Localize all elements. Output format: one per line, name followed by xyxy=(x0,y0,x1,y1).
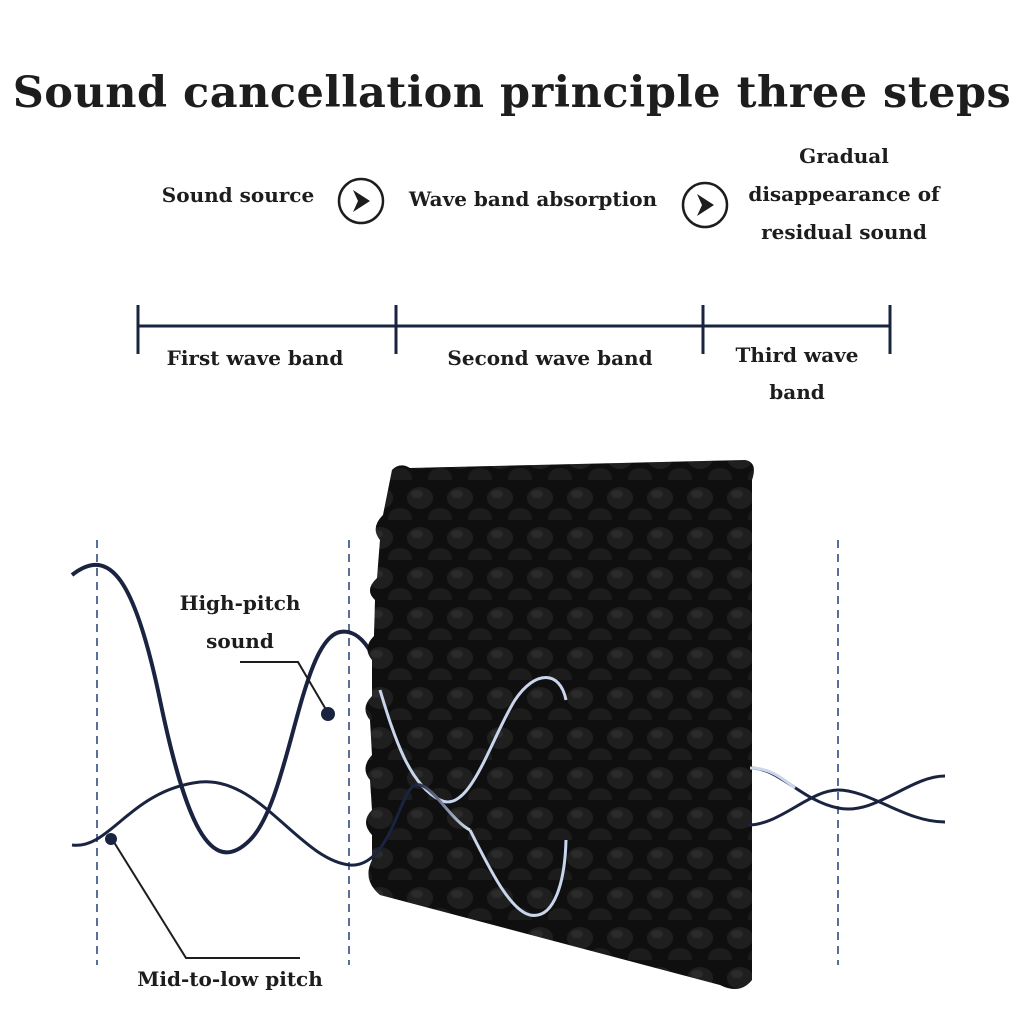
low-pitch-marker xyxy=(105,833,117,845)
label-high-pitch: High-pitch sound xyxy=(179,591,301,653)
residual-wave-b xyxy=(747,788,946,827)
chevron-right-circle-icon xyxy=(680,180,730,230)
acoustic-foam-panel xyxy=(365,460,754,989)
step-sound-source: Sound source xyxy=(161,183,315,207)
band-first: First wave band xyxy=(166,346,344,370)
dashed-guides xyxy=(96,540,839,965)
high-pitch-wave-tail xyxy=(468,829,568,917)
residual-wave-a xyxy=(749,766,946,811)
step-wave-band-absorption: Wave band absorption xyxy=(408,187,658,211)
mid-low-wave xyxy=(71,780,416,867)
band-second: Second wave band xyxy=(447,346,653,370)
page-title: Sound cancellation principle three steps xyxy=(12,68,1012,118)
high-pitch-wave-absorbed xyxy=(378,676,568,804)
mid-low-wave-absorbed xyxy=(414,783,471,832)
step-gradual-disappearance: Gradual disappearance of residual sound xyxy=(748,144,940,244)
annotation-leader-high xyxy=(240,661,329,714)
label-mid-low-pitch: Mid-to-low pitch xyxy=(137,967,323,991)
band-third: Third wave band xyxy=(735,343,859,404)
residual-fade xyxy=(749,766,796,790)
annotation-leader-low xyxy=(111,838,300,959)
high-pitch-marker xyxy=(321,707,335,721)
chevron-right-circle-icon xyxy=(336,176,386,226)
